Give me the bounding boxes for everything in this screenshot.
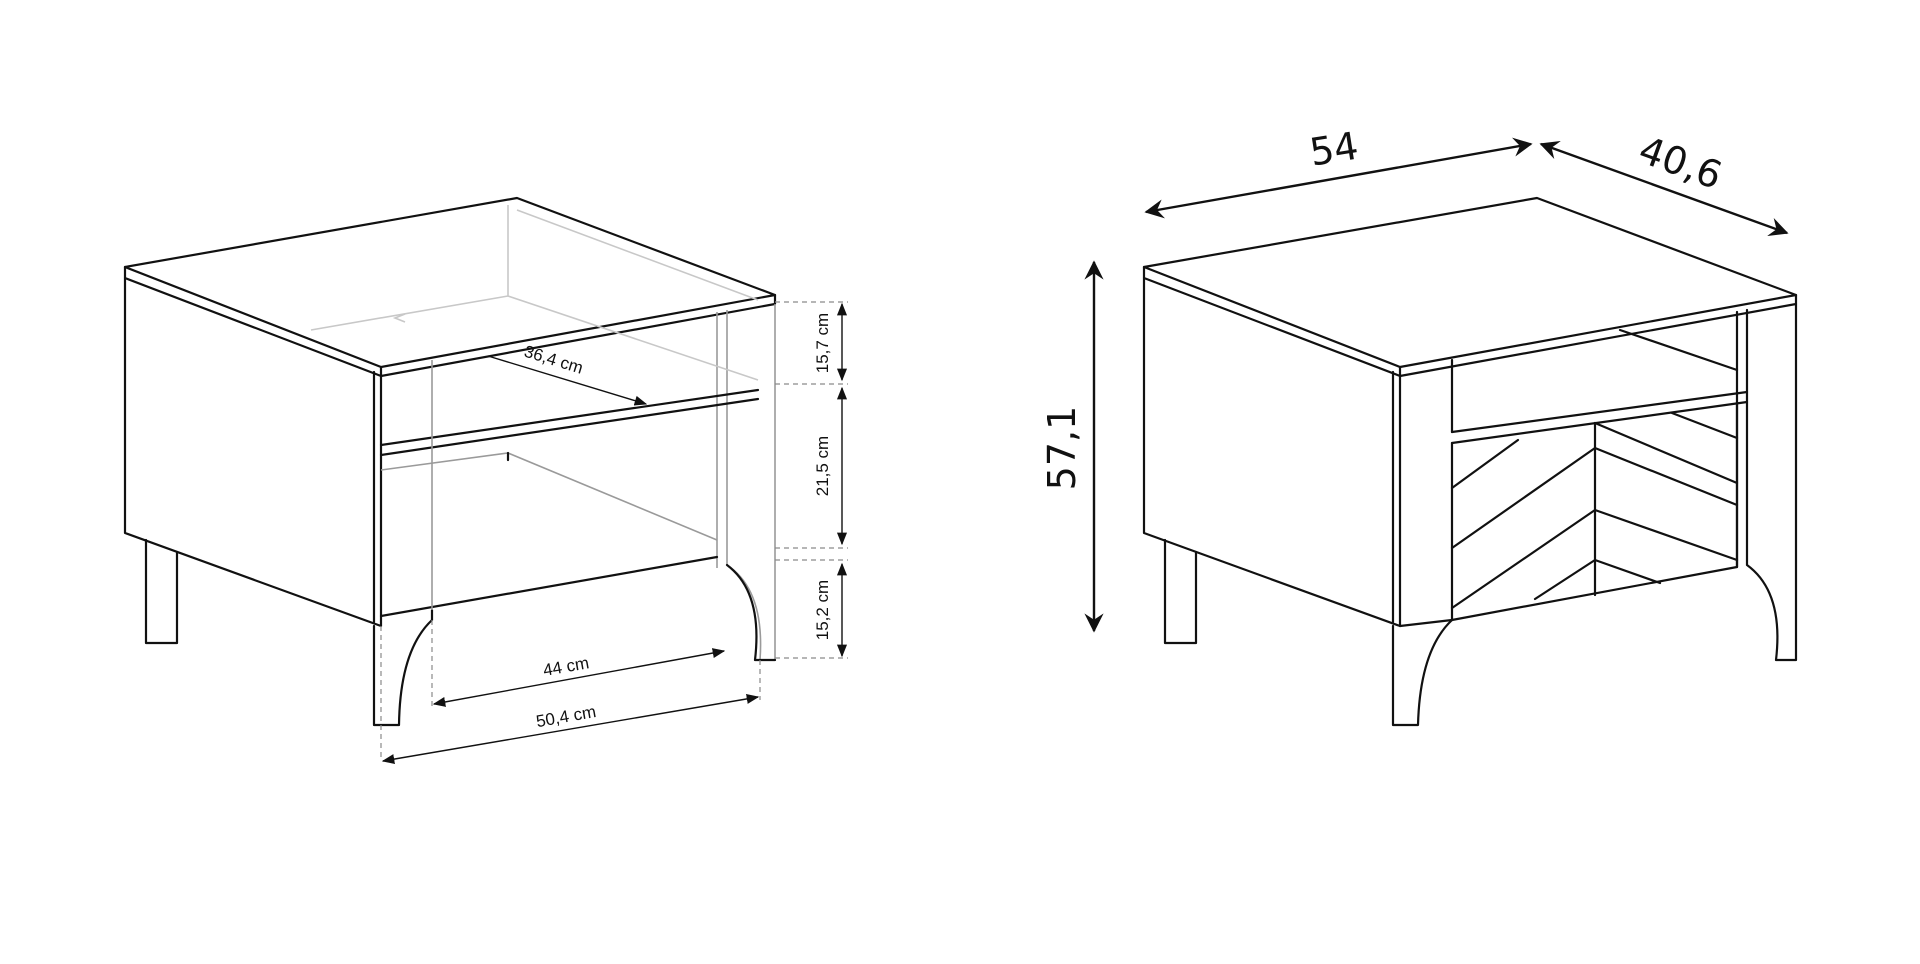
left-back-leg [144, 538, 179, 645]
right-top-edge [1142, 265, 1798, 378]
left-view-drawing: 36,4 cm 44 cm 50,4 cm 15,7 cm 21,5 cm 15… [123, 196, 848, 765]
right-shelf-back [1618, 328, 1739, 372]
right-back-leg [1163, 538, 1198, 645]
right-herringbone-pattern [1450, 411, 1739, 610]
dim-top-height-label: 15,7 cm [813, 313, 832, 373]
left-ghost-arrow [392, 313, 406, 323]
left-middle-shelf [379, 388, 760, 457]
right-drawer-bottom [1398, 618, 1454, 628]
right-top-surface [1142, 196, 1798, 369]
dim-overall-depth-line [1539, 140, 1789, 237]
dim-outer-width-label: 50,4 cm [535, 702, 598, 731]
left-bottom-rail [379, 555, 719, 618]
right-shelf [1450, 390, 1749, 445]
dim-overall-width-label: 54 [1307, 124, 1362, 175]
left-right-curve [725, 563, 777, 662]
left-top-edge [123, 265, 777, 378]
left-right-side-back [716, 310, 728, 568]
right-right-post [1735, 302, 1798, 662]
dim-overall-depth-label: 40,6 [1633, 128, 1728, 198]
right-side-panel [1142, 276, 1402, 628]
dim-depth-label: 36,4 cm [522, 342, 585, 378]
left-side-panel [123, 276, 383, 628]
dim-overall-width-line [1144, 137, 1533, 219]
dim-middle-height-label: 21,5 cm [813, 436, 832, 496]
right-front-leg [1391, 618, 1454, 727]
left-ghost-back [310, 205, 759, 381]
dim-overall-height-label: 57,1 [1040, 406, 1084, 491]
dim-outer-width-line [381, 693, 760, 765]
left-ext-lines [380, 301, 848, 760]
dim-depth-line [487, 355, 648, 406]
left-top-surface [123, 196, 777, 369]
right-view-drawing: 54 40,6 57,1 [1040, 124, 1798, 727]
dim-bottom-height-label: 15,2 cm [813, 580, 832, 640]
left-front-leg [372, 608, 434, 727]
dim-inner-width-label: 44 cm [542, 653, 591, 680]
left-front-right-leg [726, 304, 776, 661]
